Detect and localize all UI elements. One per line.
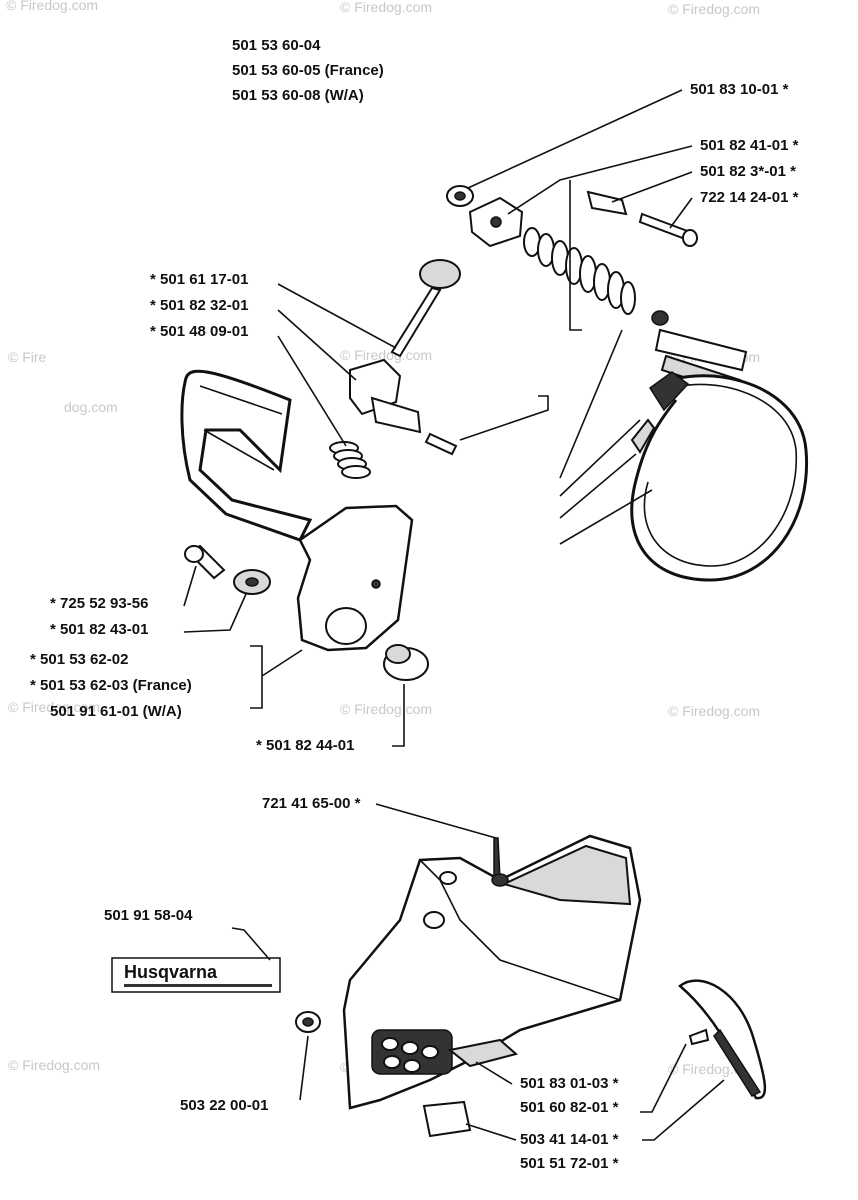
watermark-text: © Firedog.com [668,703,760,719]
decal-brand-text: Husqvarna [124,962,218,982]
small-plate-part [422,1100,472,1138]
band-bracket-part [654,328,748,372]
knob-part [419,259,461,289]
watermark-text: © Firedog.com [340,347,432,363]
front-handle-part [180,369,313,542]
part-number-label: * 501 61 17-01 [150,271,248,288]
small-pin-part [424,432,458,456]
rivet-part [688,1028,710,1046]
part-number-label: 501 60 82-01 * [520,1099,619,1116]
part-number-label: 503 41 14-01 * [520,1131,619,1148]
cover-hole [423,911,445,929]
cover-edge-line [419,859,621,1001]
cooling-vents [371,1029,453,1075]
part-number-label: * 725 52 93-56 [50,595,148,612]
cover-top-surface [501,844,632,906]
watermark-text: © Firedog.com [340,701,432,717]
part-number-label: 503 22 00-01 [180,1097,268,1114]
guard-plate-rib [713,1028,762,1097]
part-number-label: 721 41 65-00 * [262,795,361,812]
brake-lever-part [296,504,414,652]
handle-lever-assembly [180,259,461,681]
nut-hole [454,191,466,201]
watermark-text: © Firedog.com [8,1057,100,1073]
part-number-label: 501 51 72-01 * [520,1155,619,1172]
clamp-hole [490,216,502,228]
small-spring-part [329,441,371,479]
latch-block-part [349,358,402,416]
spring-part [523,227,636,315]
part-number-label: * 501 48 09-01 [150,323,248,340]
clutch-cover-assembly: Husqvarna [111,834,767,1138]
pin-part [651,310,669,326]
assembly-number-label: 501 53 60-08 (W/A) [232,87,364,104]
sleeve-part [586,190,628,216]
washer-hole [245,577,259,587]
latch-plate-part [370,396,422,434]
assembly-number-label: 501 53 60-04 [232,37,321,54]
part-number-label: * 501 82 32-01 [150,297,248,314]
bar-nut-hole [302,1017,314,1027]
watermark-text: © Fire [8,349,47,365]
band-pad-part [630,418,656,454]
cover-hole [439,871,457,885]
bushing-top [385,644,411,664]
watermark-text: dog.com [64,399,118,415]
leader-lines-lower [231,803,725,1141]
screw-head [682,229,698,247]
band-end-part [648,371,690,412]
lever-rivet [371,579,381,589]
part-number-label: 501 91 61-01 (W/A) [50,703,182,720]
watermark-text: © Firedog.com [340,0,432,15]
part-number-label: 501 82 41-01 * [700,137,799,154]
part-number-label: 501 82 3*-01 * [700,163,796,180]
chain-catcher-part [447,1038,519,1068]
assembly-number-label: 501 53 60-05 (France) [232,62,384,79]
part-number-label: * 501 82 43-01 [50,621,148,638]
part-number-label: 501 83 01-03 * [520,1075,619,1092]
decal-stripe [124,984,272,987]
rod-part [390,286,442,358]
lever-pivot-hole [325,607,367,645]
part-number-label: * 501 53 62-03 (France) [30,677,192,694]
brake-band-inner [643,383,798,567]
part-number-label: 722 14 24-01 * [700,189,799,206]
watermark-text: © Firedog.com [668,1,760,17]
screw-head [184,545,204,563]
part-number-label: * 501 82 44-01 [256,737,354,754]
brake-band-part [630,374,809,582]
part-number-label: 501 83 10-01 * [690,81,789,98]
leader-lines [183,89,693,747]
stud-base [491,873,509,887]
part-number-label: 501 91 58-04 [104,907,193,924]
brake-band-assembly [446,185,809,582]
handle-frame-lines [199,385,283,471]
watermark-text: © Firedog.com [6,0,98,13]
watermark-text: © Firedog.com [8,699,100,715]
part-number-label: * 501 53 62-02 [30,651,128,668]
